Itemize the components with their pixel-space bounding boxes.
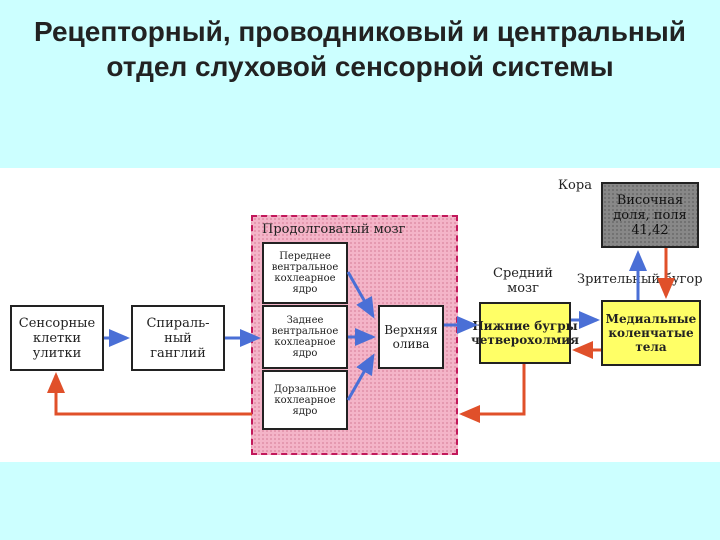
- inferior-colliculi-text: Нижние бугры четверохолмия: [470, 319, 580, 347]
- medial-geniculate-text: Медиальные коленчатые тела: [605, 312, 697, 354]
- dorsal-nucleus-text: Дорзальное кохлеарное ядро: [273, 383, 337, 417]
- sensory-cells-text: Сенсорные клетки улитки: [18, 315, 96, 361]
- arrow-colliculi-down: [459, 364, 526, 423]
- superior-olive-box: Верхняя олива: [378, 305, 444, 369]
- anterior-nucleus-box: Переднее вентральное кохлеарное ядро: [262, 242, 348, 304]
- medial-geniculate-box: Медиальные коленчатые тела: [601, 300, 701, 366]
- sensory-cells-box: Сенсорные клетки улитки: [10, 305, 104, 371]
- arrow-to-cells: [47, 372, 252, 416]
- posterior-nucleus-box: Заднее вентральное кохлеарное ядро: [262, 305, 348, 369]
- superior-olive-text: Верхняя олива: [384, 323, 438, 351]
- arrow-anterior-to-olive: [346, 271, 375, 319]
- posterior-nucleus-text: Заднее вентральное кохлеарное ядро: [271, 315, 339, 359]
- spiral-ganglion-box: Спираль-ный ганглий: [131, 305, 225, 371]
- medulla-label: Продолговатый мозг: [262, 222, 406, 237]
- cortex-label: Кора: [558, 178, 592, 193]
- temporal-lobe-text: Височная доля, поля 41,42: [613, 192, 687, 238]
- arrow-dorsal-to-olive: [346, 353, 375, 401]
- inferior-colliculi-box: Нижние бугры четверохолмия: [471, 302, 579, 364]
- anterior-nucleus-text: Переднее вентральное кохлеарное ядро: [271, 251, 339, 295]
- spiral-ganglion-text: Спираль-ный ганглий: [146, 315, 210, 361]
- midbrain-label: Средний мозг: [488, 266, 558, 296]
- dorsal-nucleus-box: Дорзальное кохлеарное ядро: [262, 370, 348, 430]
- temporal-lobe-box: Височная доля, поля 41,42: [601, 182, 699, 248]
- midbrain-label-text: Средний мозг: [493, 266, 553, 296]
- slide-title: Рецепторный, проводниковый и центральный…: [34, 16, 686, 82]
